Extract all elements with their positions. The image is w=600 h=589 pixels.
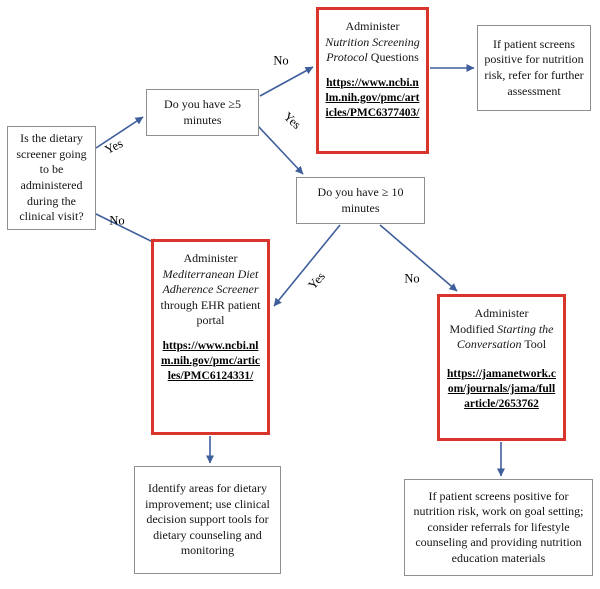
- node-text: Identify areas for dietary improvement; …: [145, 481, 270, 558]
- edge-label-yes-q5-q10: Yes: [280, 109, 304, 132]
- node-mediterranean-screener: Administer Mediterranean Diet Adherence …: [151, 239, 270, 435]
- node-text: Is the dietary screener going to be admi…: [16, 131, 87, 224]
- node-text: Administer Modified Starting the Convers…: [446, 306, 557, 353]
- node-identify-areas: Identify areas for dietary improvement; …: [134, 466, 281, 574]
- node-starting-the-conversation: Administer Modified Starting the Convers…: [437, 294, 566, 441]
- node-line: Modified: [449, 321, 495, 336]
- node-line: Administer: [183, 251, 238, 265]
- node-line: through EHR patient portal: [160, 297, 261, 328]
- node-line: Administer: [345, 19, 400, 33]
- nsp-link[interactable]: https://www.ncbi.nlm.nih.gov/pmc/article…: [325, 76, 420, 119]
- stc-link[interactable]: https://jamanetwork.com/journals/jama/fu…: [447, 367, 556, 410]
- arrow-q5-to-q10: [257, 125, 304, 175]
- node-italic-text: Starting the Conversation: [456, 321, 554, 352]
- edge-label-no-start-med: No: [109, 213, 125, 228]
- node-refer-assessment: If patient screens positive for nutritio…: [477, 25, 591, 111]
- arrow-start-to-med: [93, 212, 160, 246]
- arrow-q10-to-med: [273, 224, 341, 307]
- edge-label-no-q5-nsp: No: [273, 53, 289, 68]
- node-q5-minutes: Do you have ≥5 minutes: [146, 89, 259, 136]
- node-italic-text: Nutrition Screening Protocol: [325, 34, 420, 65]
- node-text: If patient screens positive for nutritio…: [484, 36, 584, 98]
- node-text: Administer Mediterranean Diet Adherence …: [160, 251, 261, 329]
- node-italic-text: Mediterranean Diet Adherence Screener: [162, 266, 259, 297]
- node-nutrition-screening-protocol: Administer Nutrition Screening Protocol …: [316, 7, 429, 154]
- edge-label-no-q10-stc: No: [404, 271, 420, 286]
- node-goal-setting: If patient screens positive for nutritio…: [404, 479, 593, 576]
- node-q10-minutes: Do you have ≥ 10 minutes: [296, 177, 425, 224]
- node-text: Administer Nutrition Screening Protocol …: [325, 19, 420, 66]
- node-line: Administer: [474, 306, 529, 320]
- node-text: Do you have ≥5 minutes: [164, 96, 241, 127]
- arrow-q5-to-nsp: [259, 66, 314, 97]
- node-text: If patient screens positive for nutritio…: [413, 488, 584, 565]
- node-start-question: Is the dietary screener going to be admi…: [7, 126, 96, 230]
- edge-label-yes-q10-med: Yes: [305, 269, 328, 293]
- edge-label-yes-start-q5: Yes: [102, 136, 126, 157]
- node-line: Questions: [370, 50, 419, 65]
- node-line: Tool: [524, 337, 547, 352]
- med-link[interactable]: https://www.ncbi.nlm.nih.gov/pmc/article…: [160, 339, 261, 382]
- node-text: Do you have ≥ 10 minutes: [317, 184, 404, 215]
